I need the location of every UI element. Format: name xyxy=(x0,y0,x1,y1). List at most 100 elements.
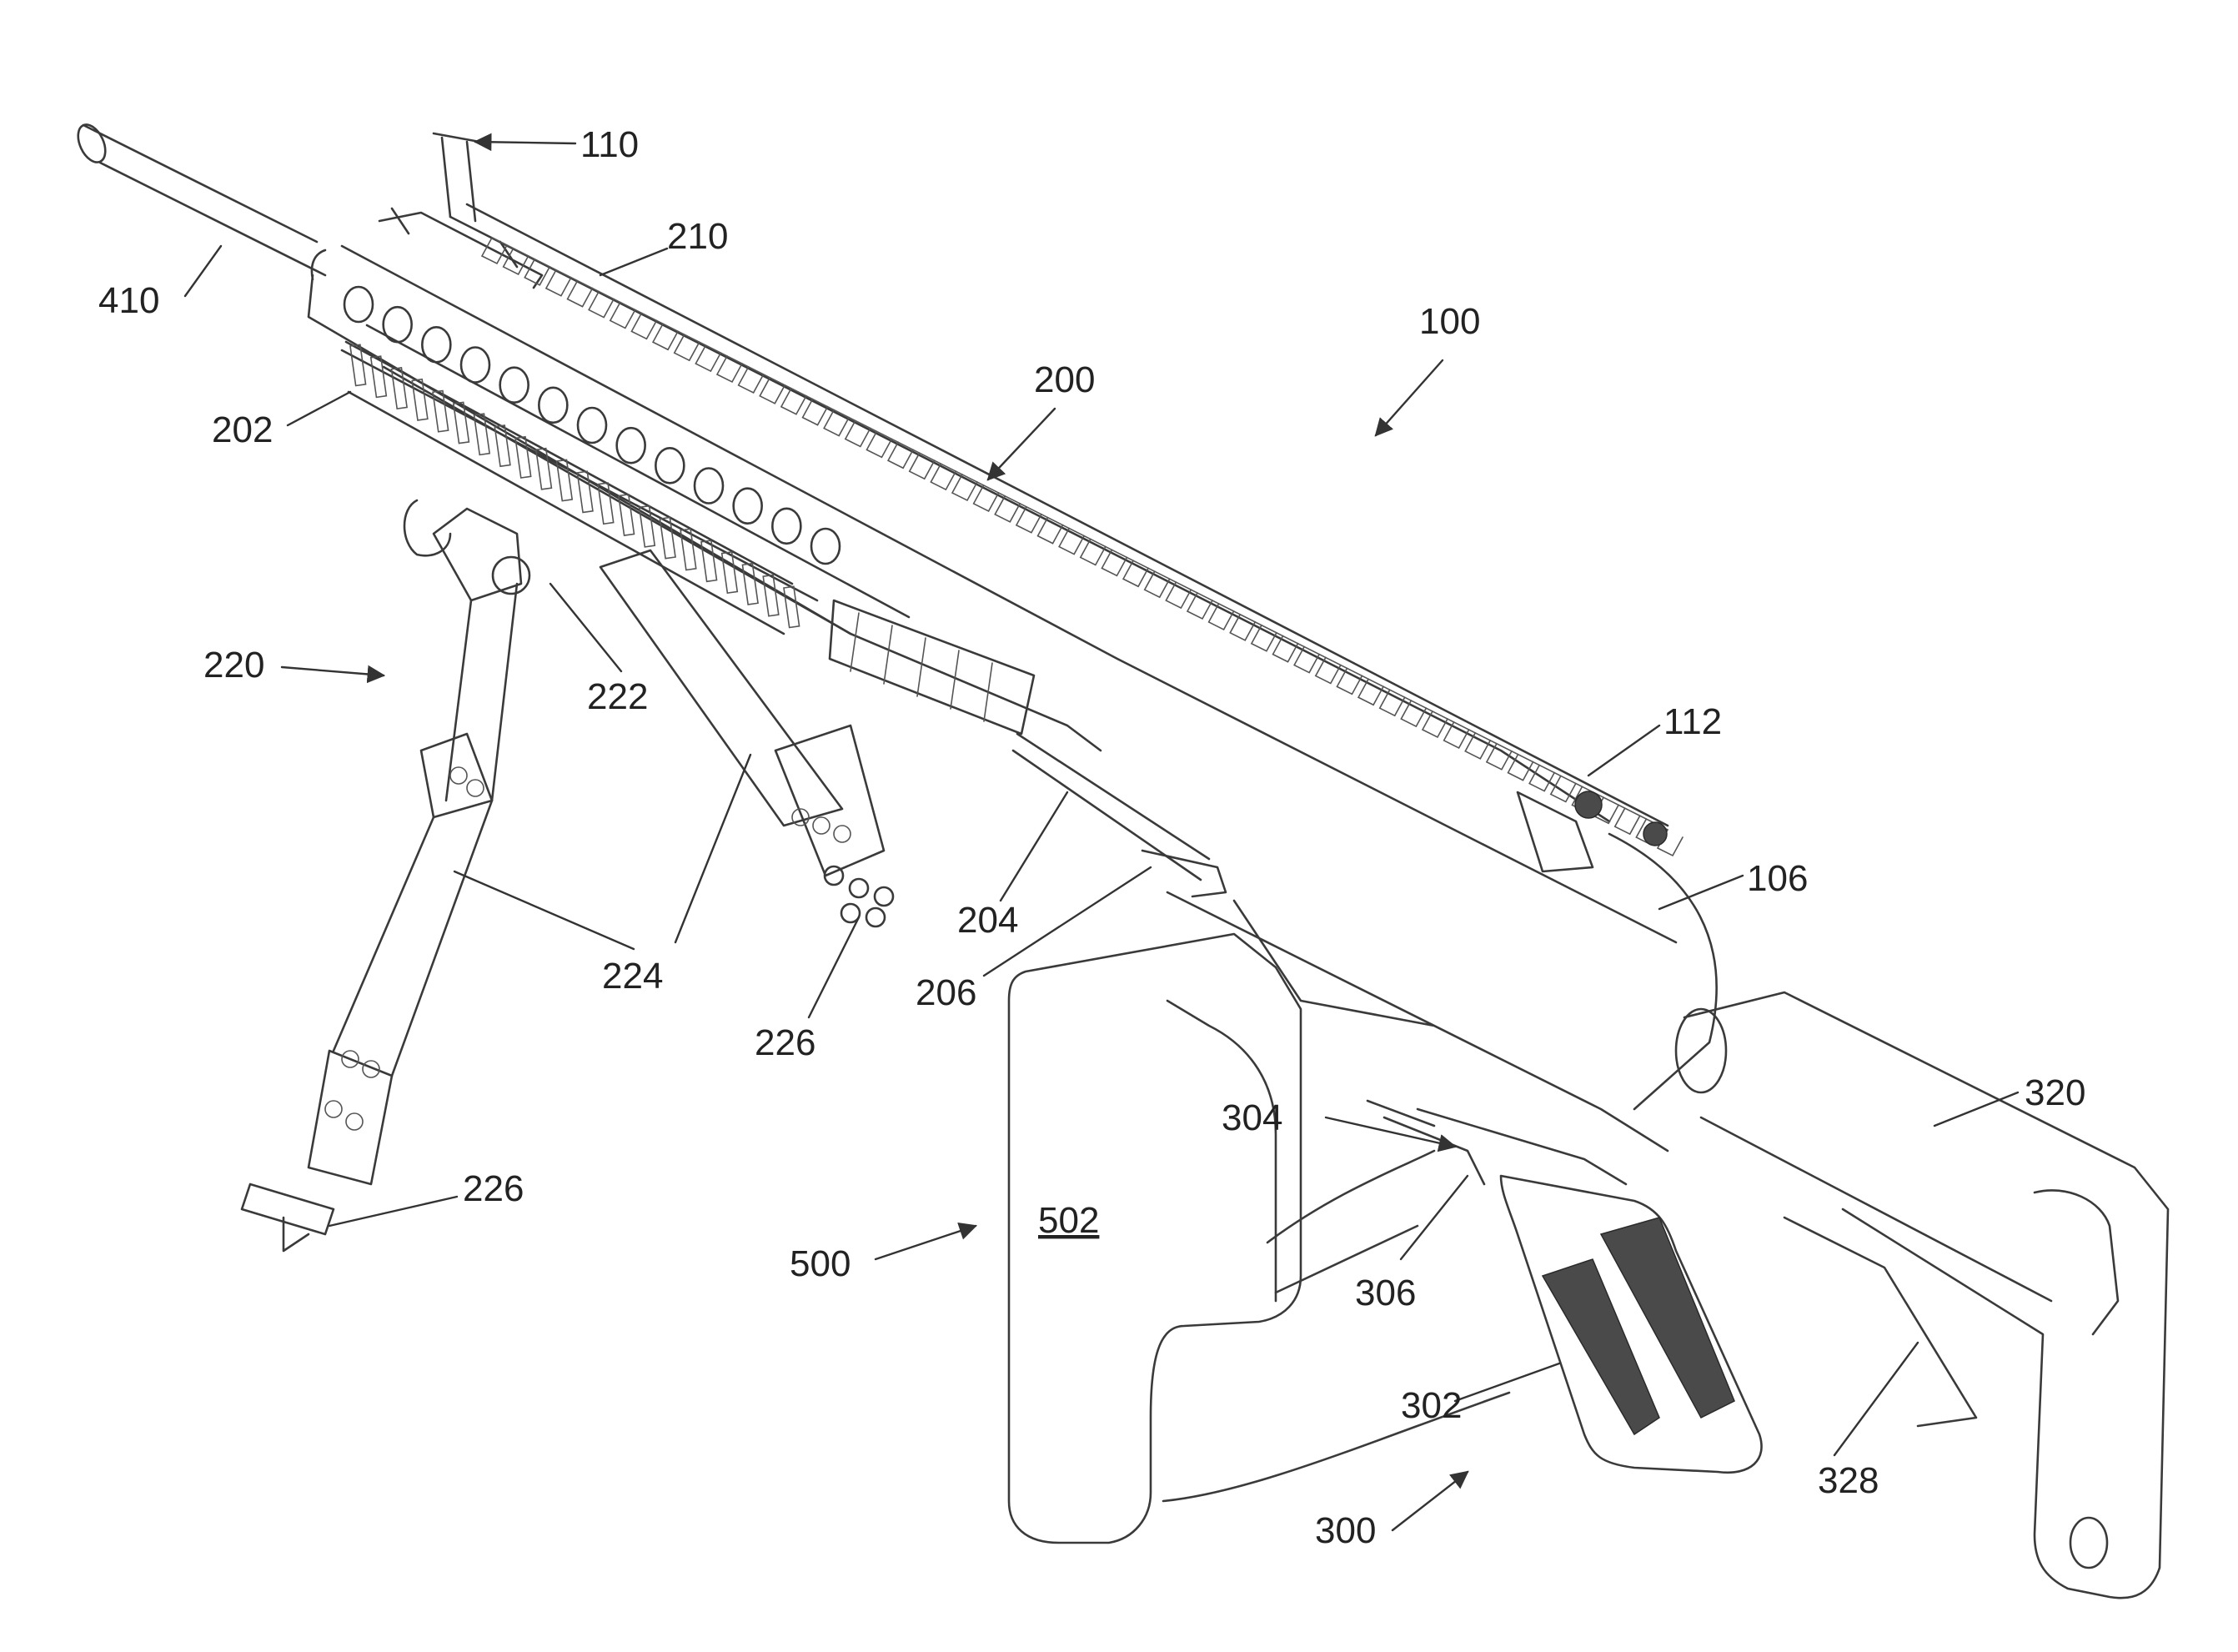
rail-tooth xyxy=(1423,711,1448,737)
leader-202 xyxy=(288,392,350,425)
vent-hole xyxy=(617,428,645,463)
rail-tooth xyxy=(589,292,614,318)
vent-hole xyxy=(578,408,606,443)
vent-hole xyxy=(422,327,450,362)
front-sight xyxy=(379,133,542,288)
rail-tooth xyxy=(1380,690,1405,716)
handguard-holes xyxy=(344,287,840,564)
label-224: 224 xyxy=(602,956,663,997)
leader-500 xyxy=(876,1226,976,1259)
pistol-grip-302 xyxy=(1501,1176,1762,1473)
leg-hole xyxy=(467,780,484,796)
label-112: 112 xyxy=(1663,701,1722,742)
leader-304 xyxy=(1326,1117,1455,1147)
rail-tooth xyxy=(1444,722,1469,748)
label-502: 502 xyxy=(1038,1200,1099,1241)
leg-hole xyxy=(325,1101,342,1117)
label-226b: 226 xyxy=(463,1168,524,1209)
label-328: 328 xyxy=(1818,1460,1879,1501)
leg-hole xyxy=(834,826,851,842)
leader-226a xyxy=(809,917,859,1017)
leader-220 xyxy=(282,667,384,675)
rail-tooth xyxy=(546,270,571,296)
rail-tooth xyxy=(1615,808,1640,834)
rail-tooth xyxy=(1358,679,1383,705)
rod-204 xyxy=(1013,734,1226,896)
vent-hole xyxy=(695,469,723,504)
foot-knob xyxy=(850,879,868,897)
rail-tooth xyxy=(610,302,635,328)
rail-tooth xyxy=(717,356,742,382)
leader-222 xyxy=(550,584,621,671)
foot-knob xyxy=(875,887,893,906)
rail-tooth xyxy=(1465,733,1490,759)
vent-hole xyxy=(384,307,412,342)
label-226a: 226 xyxy=(755,1022,815,1063)
label-220: 220 xyxy=(203,645,264,685)
leader-306 xyxy=(1401,1176,1468,1259)
leader-226b xyxy=(329,1197,457,1226)
top-rail-210 xyxy=(492,238,1668,830)
top-rail-teeth xyxy=(482,238,1683,856)
label-304: 304 xyxy=(1222,1097,1282,1138)
leader-200 xyxy=(988,409,1055,480)
label-204: 204 xyxy=(957,900,1018,941)
side-rail-slot xyxy=(784,586,800,627)
leader-100 xyxy=(1376,360,1443,435)
reference-labels: 110 210 410 100 200 202 220 222 224 226 … xyxy=(98,124,2085,1551)
label-320: 320 xyxy=(2025,1072,2085,1113)
leader-lines xyxy=(185,142,2018,1530)
label-300: 300 xyxy=(1315,1510,1376,1551)
leg-hole xyxy=(346,1113,363,1130)
label-110: 110 xyxy=(580,124,639,165)
leader-328 xyxy=(1834,1343,1918,1455)
vent-hole xyxy=(500,368,529,403)
label-200: 200 xyxy=(1034,359,1095,400)
foot-knob xyxy=(866,908,885,926)
label-210: 210 xyxy=(667,216,728,257)
leader-204 xyxy=(1001,792,1067,901)
rail-tooth xyxy=(568,281,593,307)
side-rail-slot xyxy=(742,564,758,605)
leader-320 xyxy=(1934,1092,2018,1126)
leader-224-b xyxy=(675,755,750,942)
leader-106 xyxy=(1659,876,1743,909)
label-500: 500 xyxy=(790,1243,851,1284)
vent-hole xyxy=(811,529,840,564)
vent-hole xyxy=(461,348,489,383)
vent-hole xyxy=(655,448,684,483)
rear-sight xyxy=(1518,791,1667,871)
rail-tooth xyxy=(1316,657,1341,683)
label-410: 410 xyxy=(98,280,159,321)
leader-112 xyxy=(1588,726,1659,776)
rail-tooth xyxy=(1401,700,1426,726)
vent-hole xyxy=(772,509,800,544)
label-222: 222 xyxy=(587,676,648,717)
leader-300 xyxy=(1392,1472,1468,1530)
label-306: 306 xyxy=(1355,1273,1416,1313)
rail-tooth xyxy=(1337,668,1362,694)
barrel xyxy=(73,120,325,275)
leg-hole xyxy=(813,817,830,834)
label-106: 106 xyxy=(1747,858,1808,899)
leader-224-a xyxy=(454,871,634,949)
label-206: 206 xyxy=(916,972,976,1013)
bipod-details xyxy=(325,767,893,1130)
side-rail-slot xyxy=(763,575,779,616)
leader-110 xyxy=(475,142,575,143)
leader-410 xyxy=(185,246,221,296)
label-100: 100 xyxy=(1419,301,1480,342)
vent-hole xyxy=(344,287,373,322)
leader-210 xyxy=(600,249,667,275)
rail-tooth xyxy=(695,345,720,371)
stock-320 xyxy=(1676,992,2168,1598)
rail-tooth xyxy=(653,324,678,349)
leader-302 xyxy=(1455,1363,1559,1401)
label-302: 302 xyxy=(1401,1385,1462,1426)
label-202: 202 xyxy=(212,409,273,450)
vent-hole xyxy=(734,489,762,524)
rail-tooth xyxy=(675,334,700,360)
rail-tooth xyxy=(1294,647,1319,673)
rail-tooth xyxy=(1487,744,1512,770)
